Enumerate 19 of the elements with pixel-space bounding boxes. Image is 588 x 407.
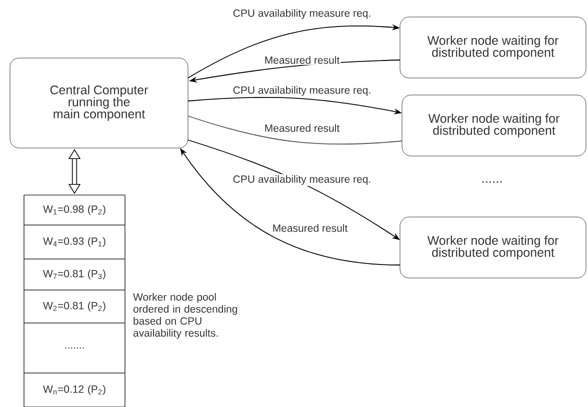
table-cell: W$_{7}$=0.81 (P$_{3}$): [24, 258, 126, 290]
worker-box: Worker node waiting for distributed component: [400, 216, 586, 278]
worker-box: Worker node waiting for distributed component: [400, 16, 586, 78]
table-cell: W$_{1}$=0.98 (P$_{2}$): [24, 194, 126, 226]
table-cell: W$_{n}$=0.12 (P$_{2}$): [24, 372, 126, 407]
arrow: [68, 149, 81, 194]
process-box: Central Computer running the main component: [10, 58, 188, 148]
ellipsis: ......: [482, 181, 502, 183]
edge-label: Measured result: [263, 123, 341, 133]
edge-label: Measured result: [271, 223, 349, 233]
edge-label: CPU availability measure req.: [232, 85, 372, 97]
worker-box: Worker node waiting for distributed component: [402, 94, 586, 156]
table-cell: .......: [24, 322, 126, 374]
edge-label: CPU availability measure req.: [232, 8, 372, 20]
table-cell: W$_{4}$=0.93 (P$_{1}$): [24, 224, 126, 260]
node-label: Worker node pool ordered in descending based on CPU availability results.: [133, 293, 238, 339]
table-cell: W$_{2}$=0.81 (P$_{2}$): [24, 290, 126, 324]
edge-label: Measured result: [263, 55, 341, 65]
edge-label: CPU availability measure req.: [232, 174, 372, 186]
